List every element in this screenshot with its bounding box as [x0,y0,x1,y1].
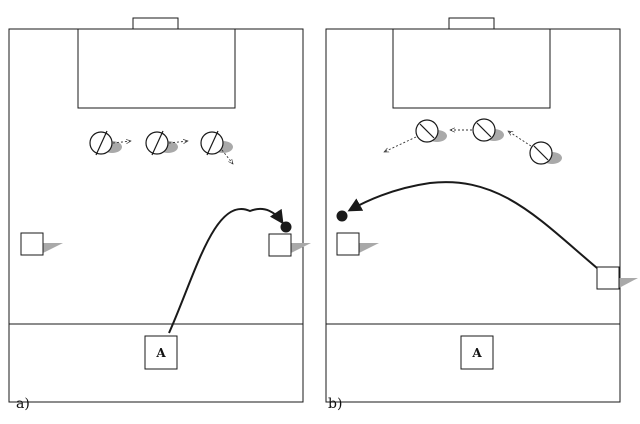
square-cone-icon [596,266,638,290]
square-cone-icon [336,232,379,256]
circle-slash-player-icon [450,118,504,142]
square-cone-icon [268,233,311,257]
pass-trajectory [168,207,284,334]
panel-b: A [325,17,638,403]
panel-a-caption: a) [16,396,30,412]
coach-box [460,335,494,370]
circle-slash-player-icon [200,130,233,164]
circle-slash-player-icon [145,130,188,156]
goal [448,17,495,30]
panel-b-caption: b) [328,396,343,412]
coach-box-label: A [155,346,166,360]
square-cone-icon [20,232,63,256]
ball-icon [280,221,292,233]
circle-slash-player-icon [384,119,447,153]
ball-icon [336,210,348,222]
panel-a: A [8,17,311,403]
coach-box-label: A [471,346,482,360]
circle-slash-player-icon [508,131,562,165]
penalty-box [77,28,236,109]
circle-slash-player-icon [89,130,131,156]
penalty-box [392,28,551,109]
goal [132,17,179,30]
coach-box [144,335,178,370]
cross-trajectory [347,181,598,269]
